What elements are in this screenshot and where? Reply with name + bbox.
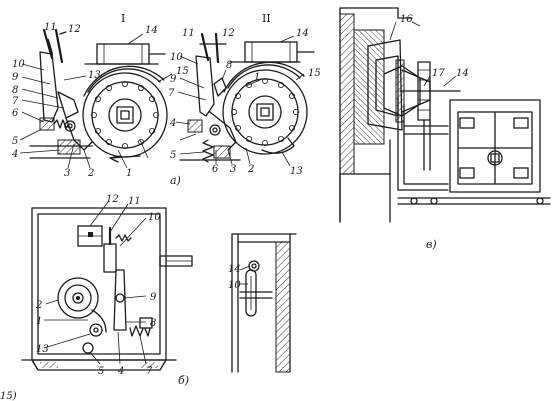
callout-number: 12 bbox=[222, 28, 235, 39]
view-v-motor-assembly bbox=[339, 7, 551, 223]
callout-number: 2 bbox=[35, 300, 42, 311]
callout-number: 3 bbox=[230, 164, 236, 175]
callout-number: 7 bbox=[168, 88, 175, 99]
view-detail-side bbox=[231, 233, 297, 373]
view-a-sublabel: а) bbox=[170, 174, 181, 187]
view-a-roman-2: II bbox=[262, 12, 271, 25]
callout-number: 5 bbox=[170, 150, 176, 161]
callout-number: 12 bbox=[68, 24, 81, 35]
callout-number: 1 bbox=[36, 316, 42, 327]
callout-number: 9 bbox=[150, 292, 157, 303]
callout-number: 2 bbox=[247, 164, 254, 175]
callout-number: 13 bbox=[36, 344, 49, 355]
view-a-roman-1: I bbox=[121, 12, 125, 25]
callout-number: 8 bbox=[226, 60, 232, 71]
callout-number: 14 bbox=[296, 28, 309, 39]
callout-number: 11 bbox=[128, 196, 141, 207]
callout-number: 13 bbox=[88, 70, 101, 81]
callout-number: 1 bbox=[254, 72, 260, 83]
callout-number: 10 bbox=[12, 59, 25, 70]
corner-fragment: 15) bbox=[0, 391, 17, 401]
view-b-control-box bbox=[21, 201, 193, 371]
callout-number: 9 bbox=[170, 74, 177, 85]
view-v-sublabel: в) bbox=[426, 238, 437, 251]
callout-number: 14 bbox=[145, 25, 158, 36]
callout-number: 2 bbox=[87, 168, 94, 179]
callout-number: 15 bbox=[308, 68, 321, 79]
callout-number: 12 bbox=[106, 194, 119, 205]
callout-number: 14 bbox=[456, 68, 469, 79]
callout-number: 16 bbox=[400, 14, 413, 25]
view-a-position-1 bbox=[19, 28, 173, 169]
callout-number: 7 bbox=[12, 96, 19, 107]
callout-number: 11 bbox=[182, 28, 195, 39]
callout-number: 6 bbox=[12, 108, 19, 119]
callout-number: 1 bbox=[126, 168, 132, 179]
callout-number: 10 bbox=[228, 280, 241, 291]
callout-number: 17 bbox=[432, 68, 445, 79]
callout-number: 11 bbox=[44, 22, 57, 33]
callout-number: 4 bbox=[169, 118, 176, 129]
callout-number: 8 bbox=[12, 85, 18, 96]
callout-number: 5 bbox=[12, 136, 18, 147]
callout-number: 4 bbox=[11, 149, 18, 160]
callout-number: 14 bbox=[228, 264, 241, 275]
callout-number: 13 bbox=[290, 166, 303, 177]
callout-number: 10 bbox=[148, 212, 161, 223]
view-a-position-2 bbox=[175, 32, 315, 167]
callout-number: 9 bbox=[12, 72, 19, 83]
callout-number: 4 bbox=[117, 366, 124, 377]
callout-number: 10 bbox=[170, 52, 183, 63]
callout-number: 8 bbox=[150, 318, 156, 329]
callout-number: 5 bbox=[98, 366, 104, 377]
callout-number: 6 bbox=[212, 164, 219, 175]
callout-number: 3 bbox=[64, 168, 70, 179]
callout-number: 15 bbox=[176, 66, 189, 77]
view-b-sublabel: б) bbox=[178, 374, 189, 387]
callout-number: 7 bbox=[146, 366, 153, 377]
